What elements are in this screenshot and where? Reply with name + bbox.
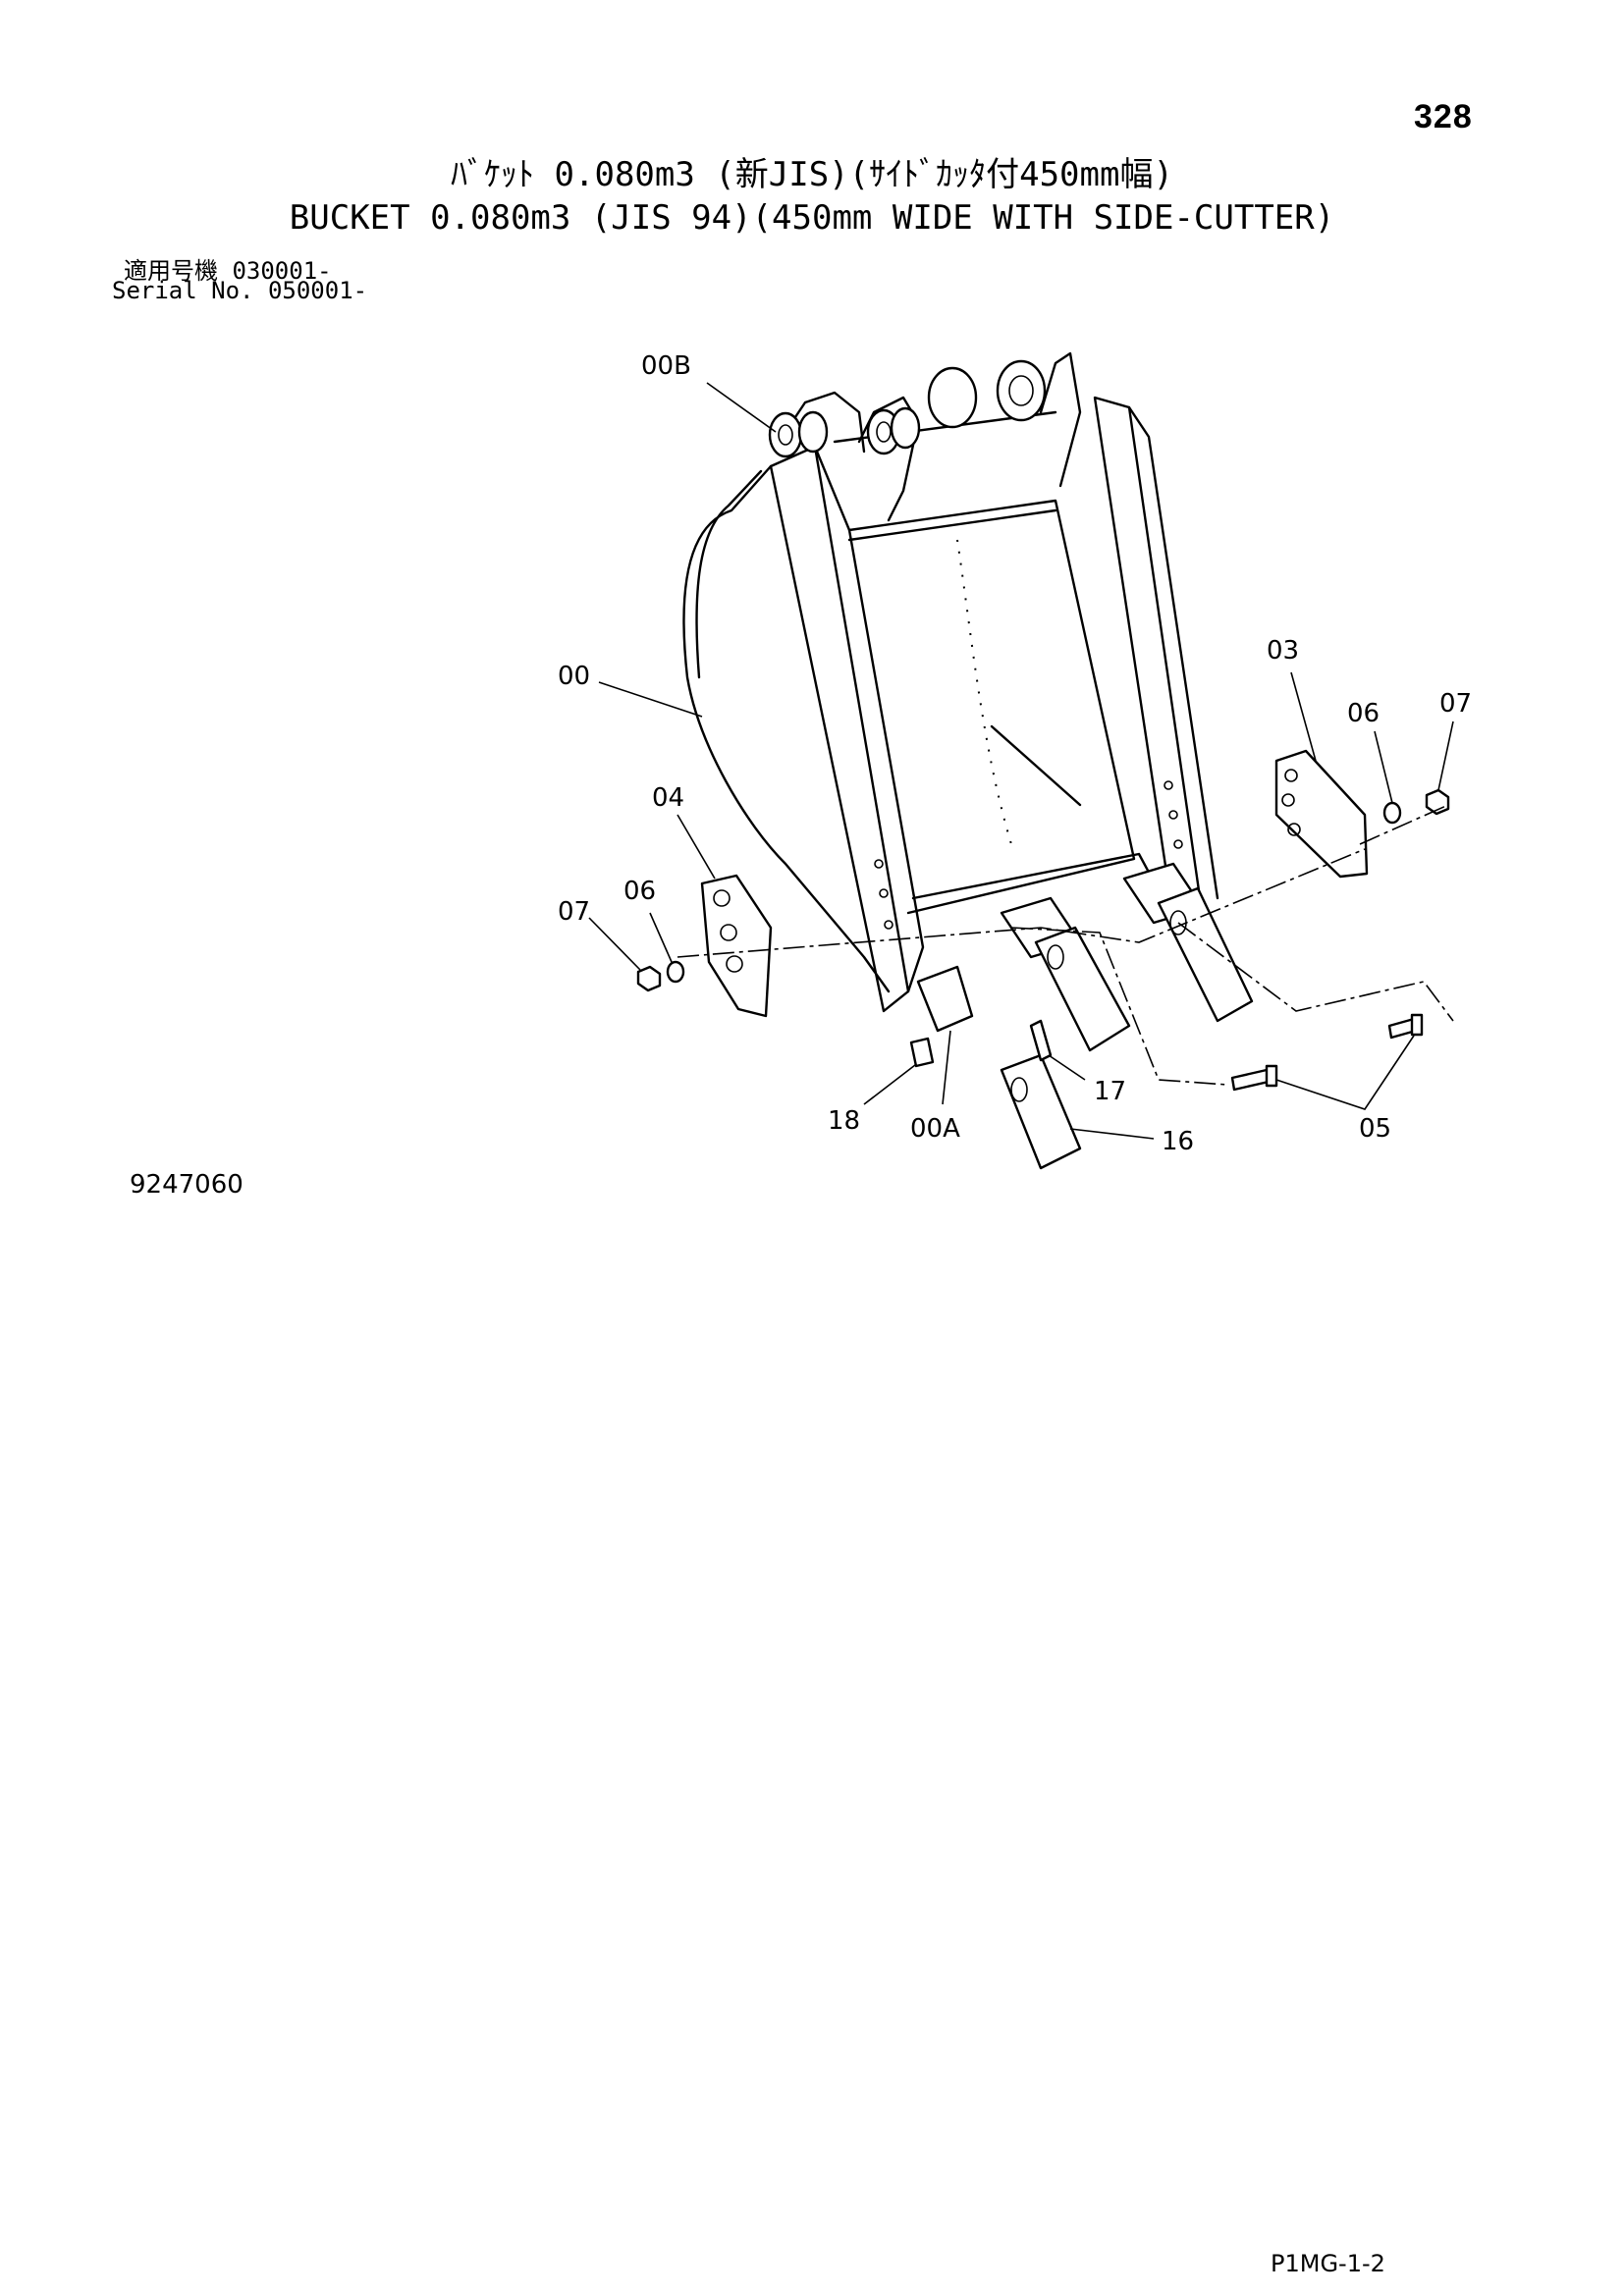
bucket-exploded-drawing [588,351,1454,1170]
callout-06-right: 06 [1347,699,1380,728]
leader-17 [1048,1054,1086,1081]
lock-18 [909,1037,935,1068]
upper-boss-hole [1008,375,1034,406]
right-tooth [1157,886,1254,1023]
hole [879,888,889,898]
title-english: BUCKET 0.080m3 (JIS 94)(450mm WIDE WITH … [289,198,1335,238]
callout-00: 00 [558,662,591,691]
cutter-hole [713,889,731,907]
bolt-05-left [1230,1068,1271,1092]
callout-06-left: 06 [623,877,657,906]
callout-18: 18 [828,1106,861,1136]
page-number: 328 [1414,98,1473,135]
left-boss [768,411,803,458]
bucket-rim [847,508,1057,542]
callout-16: 16 [1162,1127,1195,1156]
left-side-plate-edge [813,445,925,993]
center-line-right [1359,804,1449,845]
hole [1164,780,1173,790]
pin-17 [1029,1019,1053,1062]
bolt-05-left-head [1265,1064,1278,1088]
cutter-hole [1284,769,1298,782]
leader-06-right [1374,730,1393,804]
center-boss-1-hole [876,421,892,443]
hole [1168,810,1178,820]
leader-06-left [649,912,673,963]
mid-bracket-2 [1039,351,1082,488]
cutter-hole [726,955,743,973]
callout-05: 05 [1359,1114,1392,1144]
serial-number: Serial No. 050001- [112,277,368,304]
center-boss-2 [890,406,921,450]
inner-edge [990,724,1082,807]
washer-06-left [666,960,685,984]
bucket-shell-inner [695,469,763,679]
leader-05 [1275,1035,1415,1110]
upper-boss-1 [927,366,978,429]
callout-04: 04 [652,783,685,813]
document-code: P1MG-1-2 [1271,2250,1385,2277]
left-bracket [784,391,866,454]
center-tooth [1034,926,1131,1052]
leader-00A [942,1030,951,1105]
callout-17: 17 [1094,1077,1127,1106]
hole [884,920,893,930]
cutter-hole [720,924,737,941]
tooth-pin-hole [1047,944,1064,970]
cutter-hole [1287,823,1301,836]
right-side-plate [1093,396,1205,920]
leader-00 [598,681,703,718]
callout-07-right: 07 [1439,689,1473,719]
center-line-cutters [677,848,1366,958]
nut-07-left [636,965,662,992]
center-line-bolt-left [1010,927,1228,1086]
applicable-serial-japanese: 適用号機 030001- [124,257,332,285]
left-boss-2 [797,410,829,454]
leader-16 [1069,1128,1155,1140]
upper-boss-2 [996,359,1047,422]
callout-00B: 00B [641,351,691,381]
bucket-back [847,499,1136,915]
callout-03: 03 [1267,636,1300,666]
tooth-point-16 [1000,1053,1082,1170]
hole [1173,839,1183,849]
leader-07-left [588,917,641,971]
bucket-shell [682,464,891,993]
leader-04 [677,814,716,880]
center-line-bolt-right [1177,922,1454,1022]
cutter-hole [1281,793,1295,807]
leader-07-right [1437,721,1454,791]
bolt-05-right-head [1410,1013,1424,1037]
drawing-number: 9247060 [130,1170,244,1200]
right-side-plate-edge [1127,405,1219,900]
side-cutter-03 [1274,749,1369,879]
title-japanese: ﾊﾞｹｯﾄ 0.080m3 (新JIS)(ｻｲﾄﾞｶｯﾀ付450mm幅) [451,155,1173,194]
side-cutter-04 [700,874,773,1018]
callout-00A: 00A [910,1114,960,1144]
leader-00B [706,382,777,433]
weld-line [956,539,1012,845]
callout-07-left: 07 [558,897,591,927]
left-adapter-00A [916,965,974,1033]
left-boss-hole [778,424,793,446]
hole [874,859,884,869]
leader-03 [1290,671,1317,762]
washer-06-right [1382,801,1402,825]
leader-18 [863,1064,916,1105]
tooth-point-hole [1010,1077,1028,1102]
